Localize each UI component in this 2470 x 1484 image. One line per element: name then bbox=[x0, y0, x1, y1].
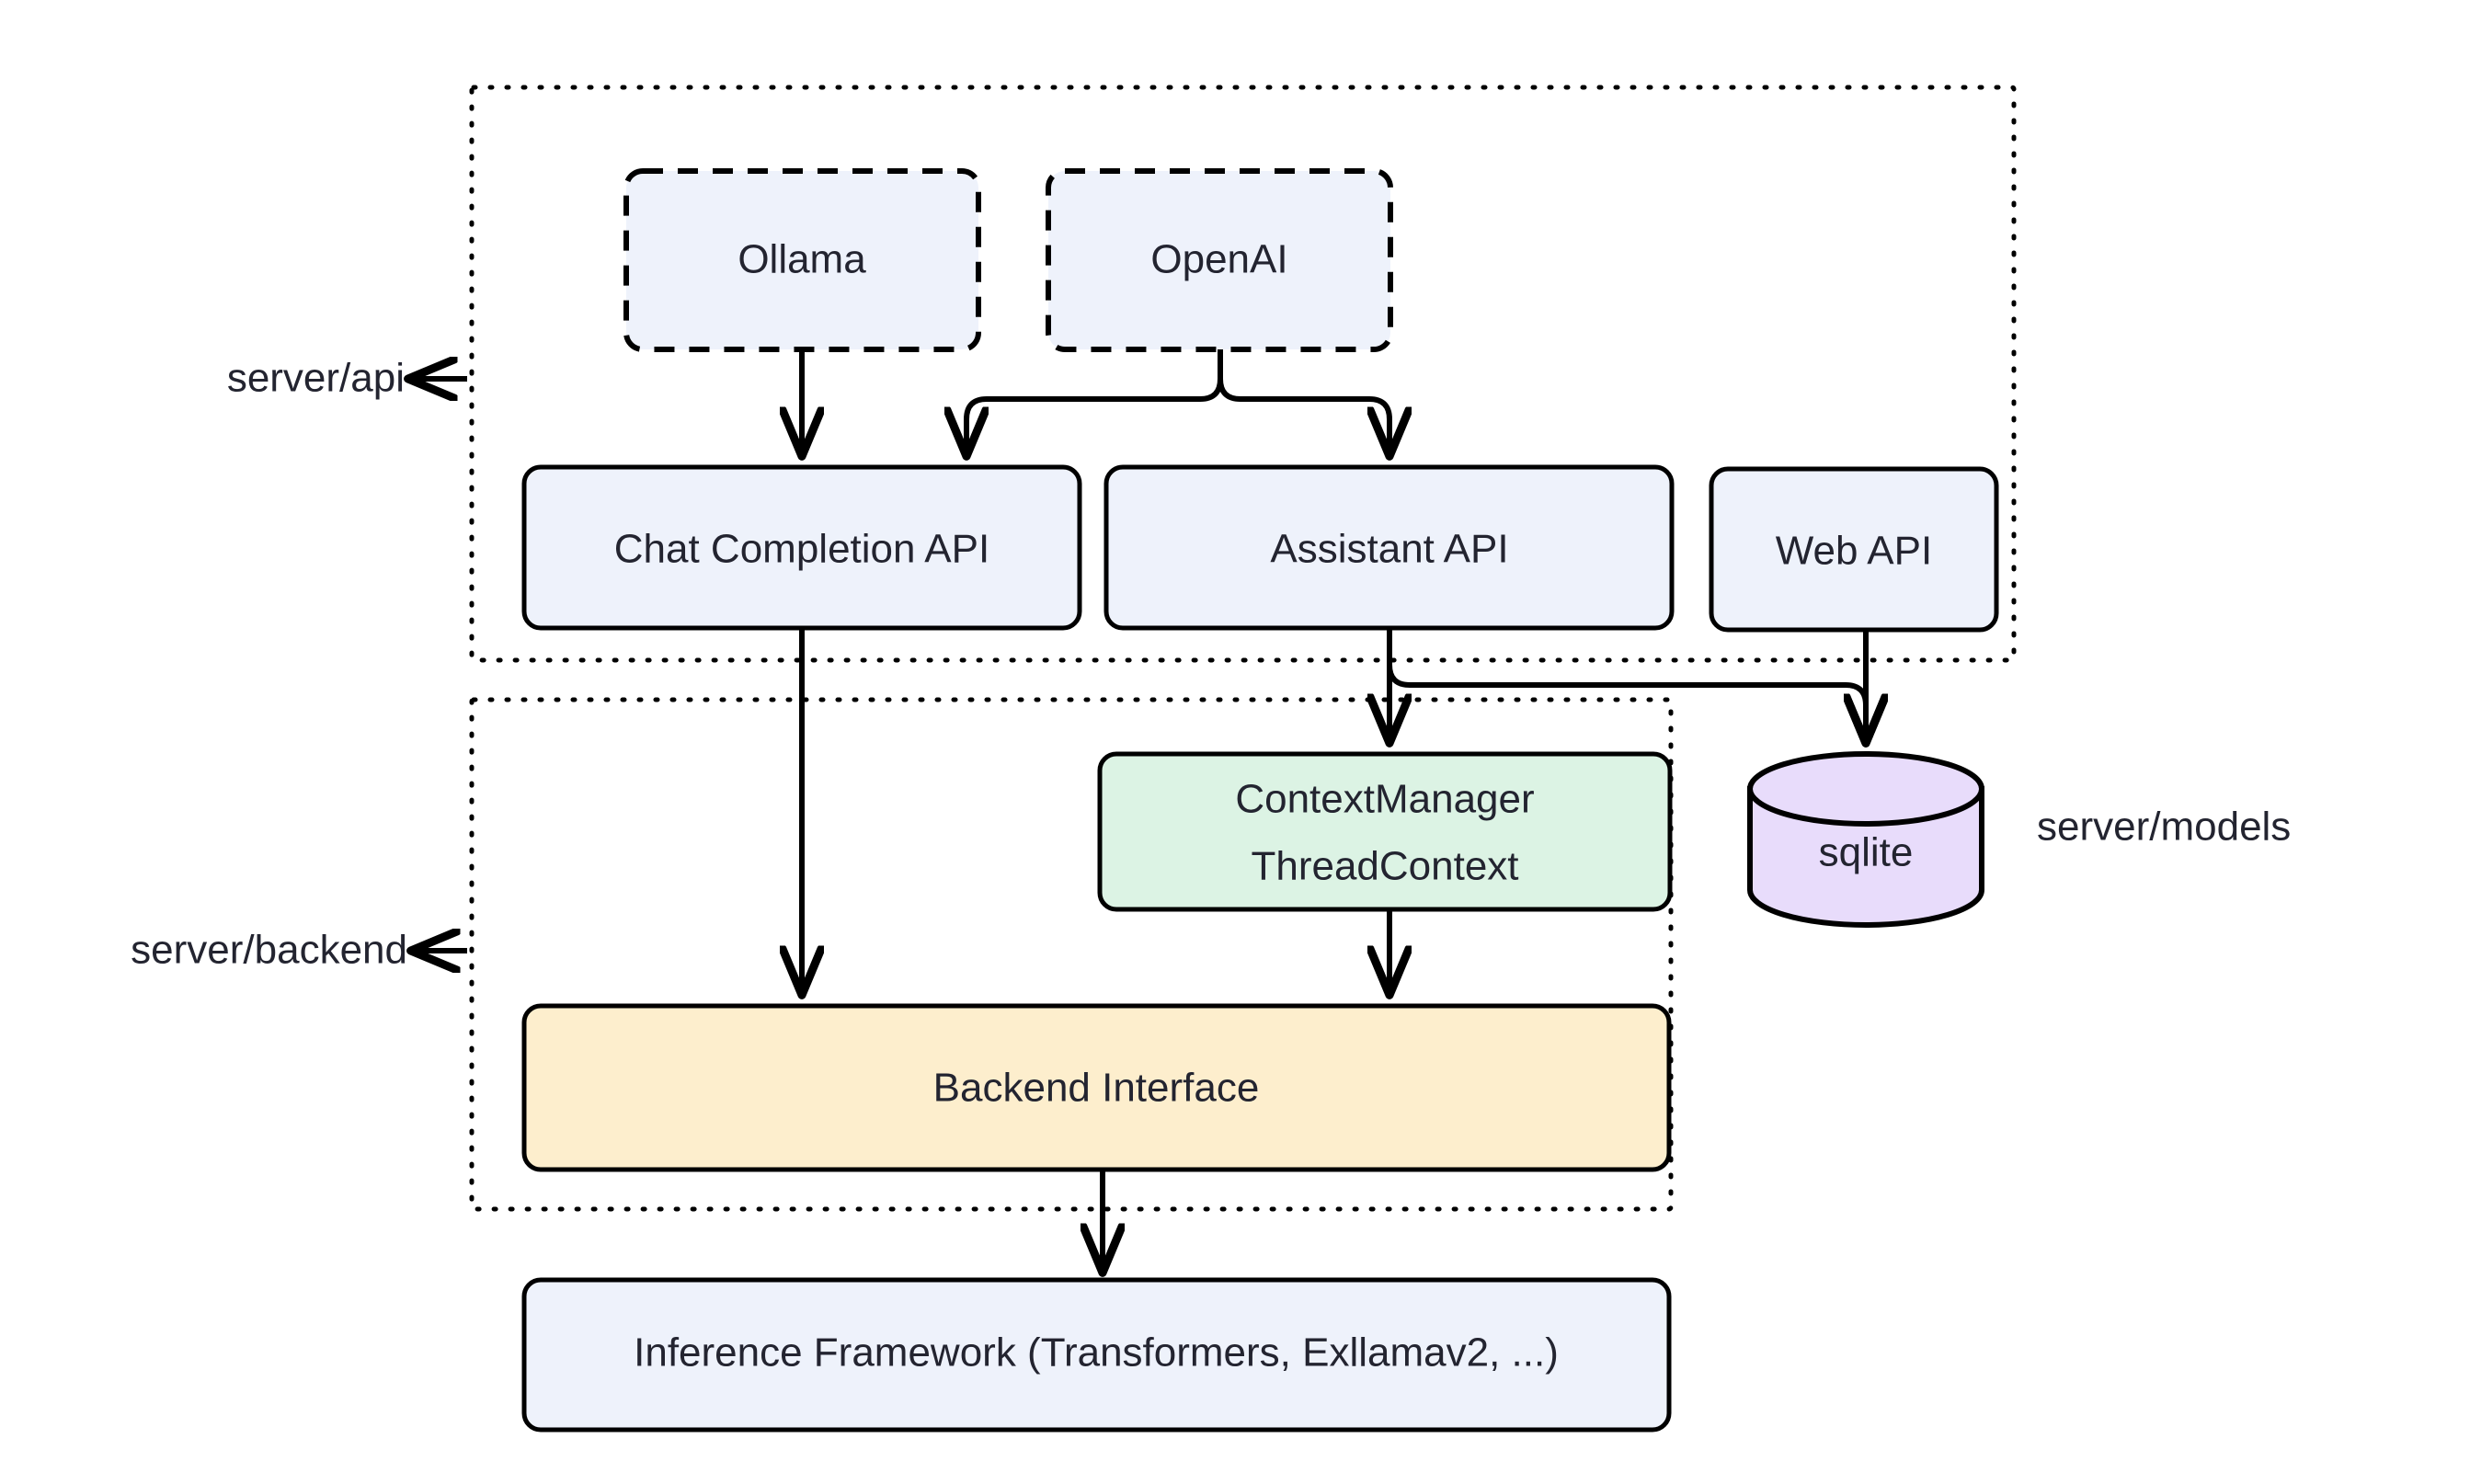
node-openai-label: OpenAI bbox=[1150, 237, 1287, 282]
node-openai-shape bbox=[1046, 168, 1393, 352]
group-label-server-models-text: server/models bbox=[2037, 805, 2291, 850]
node-web-api[interactable]: Web API bbox=[1709, 466, 1999, 633]
node-ollama-label: Ollama bbox=[738, 237, 866, 282]
group-label-server-backend-text: server/backend bbox=[131, 928, 407, 973]
node-backend-interface[interactable]: Backend Interface bbox=[521, 1003, 1672, 1172]
node-assistant-api[interactable]: Assistant API bbox=[1103, 464, 1675, 631]
node-sqlite-label: sqlite bbox=[1819, 830, 1914, 875]
node-web-api-shape bbox=[1709, 466, 1999, 633]
node-assistant-api-label: Assistant API bbox=[1270, 527, 1508, 572]
node-ollama-shape bbox=[623, 168, 981, 352]
group-container-server-backend bbox=[469, 697, 1674, 1212]
group-label-server-backend: server/backend bbox=[131, 928, 467, 973]
node-chat-completion-api[interactable]: Chat Completion API bbox=[521, 464, 1082, 631]
node-backend-interface-label: Backend Interface bbox=[933, 1066, 1260, 1111]
node-sqlite[interactable]: sqlite bbox=[1747, 751, 1984, 928]
node-chat-completion-api-label: Chat Completion API bbox=[614, 527, 989, 572]
node-inference-framework-shape bbox=[521, 1277, 1672, 1433]
node-context-manager-label-line2: ThreadContext bbox=[1251, 844, 1518, 889]
node-openai[interactable]: OpenAI bbox=[1046, 168, 1393, 352]
node-context-manager-label-line1: ContextManager bbox=[1235, 777, 1534, 822]
node-context-manager-shape bbox=[1097, 751, 1673, 912]
group-label-server-api: server/api bbox=[227, 356, 467, 401]
edge-openai-to-assistant-api bbox=[1218, 349, 1389, 454]
group-label-server-api-text: server/api bbox=[227, 356, 405, 401]
node-ollama[interactable]: Ollama bbox=[623, 168, 981, 352]
node-inference-framework-label: Inference Framework (Transformers, Exlla… bbox=[634, 1330, 1559, 1376]
edge-openai-to-chat-api bbox=[966, 349, 1223, 454]
node-backend-interface-shape bbox=[521, 1003, 1672, 1172]
edge-assistant-api-to-sqlite bbox=[1387, 634, 1866, 741]
node-chat-completion-api-shape bbox=[521, 464, 1082, 631]
node-web-api-label: Web API bbox=[1776, 529, 1932, 574]
node-sqlite-body bbox=[1747, 786, 1984, 928]
group-container-server-api bbox=[469, 85, 2017, 663]
node-inference-framework[interactable]: Inference Framework (Transformers, Exlla… bbox=[521, 1277, 1672, 1433]
node-sqlite-top bbox=[1747, 751, 1984, 827]
node-context-manager[interactable]: ContextManager ThreadContext bbox=[1097, 751, 1673, 912]
node-assistant-api-shape bbox=[1103, 464, 1675, 631]
